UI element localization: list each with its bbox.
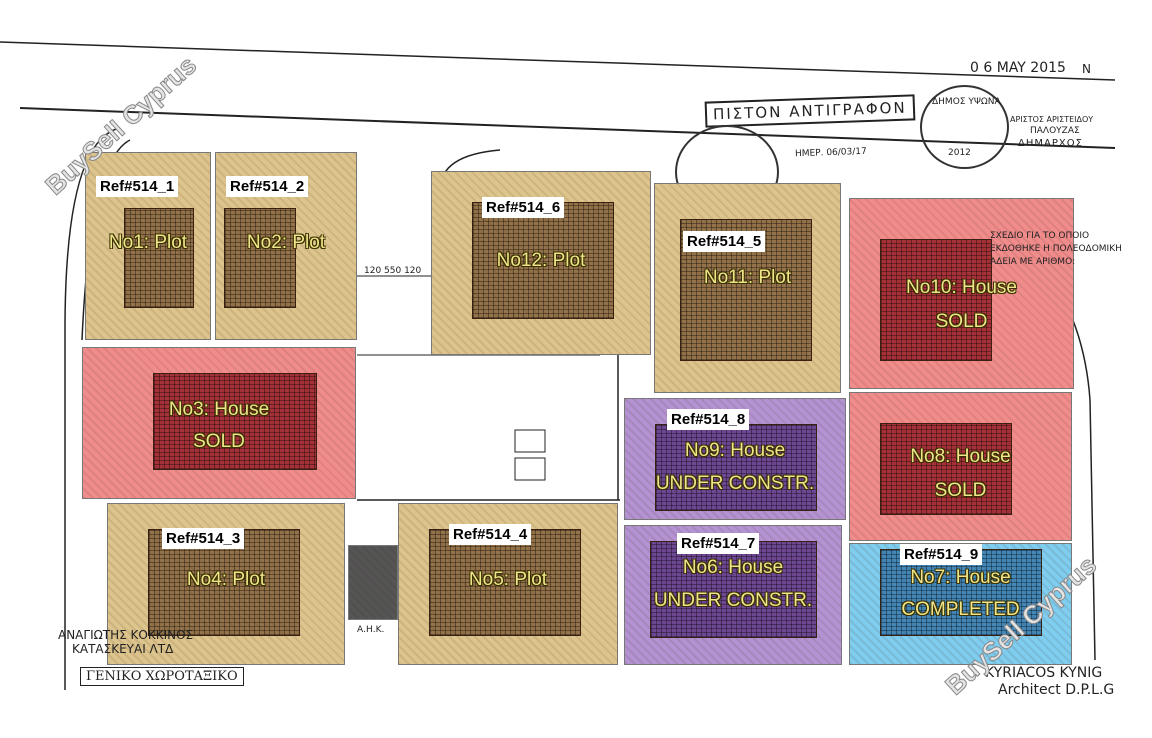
building-footprint <box>650 541 817 638</box>
plot-no1[interactable]: No1: Plot Ref#514_1 <box>85 152 211 340</box>
building-footprint <box>124 208 194 308</box>
plot-status: SOLD <box>935 311 988 332</box>
plot-status: SOLD <box>193 431 245 452</box>
plot-label: No11: Plot <box>703 267 792 288</box>
building-footprint <box>880 239 992 361</box>
plot-label: No10: House <box>906 277 1017 298</box>
building-footprint <box>429 529 581 636</box>
plot-no4[interactable]: No4: Plot Ref#514_3 <box>107 503 345 665</box>
ref-label: Ref#514_9 <box>900 544 983 565</box>
building-footprint <box>472 202 614 319</box>
permit-note: ΣΧΕΔΙΟ ΓΙΑ ΤΟ ΟΠΟΙΟ ΕΚΔΟΘΗΚΕ Η ΠΟΛΕΟΔΟΜΙ… <box>990 230 1122 269</box>
plot-label: No8: House <box>910 446 1011 467</box>
plot-status: COMPLETED <box>901 599 1020 620</box>
plot-no12[interactable]: No12: Plot Ref#514_6 <box>431 171 651 355</box>
plot-no7[interactable]: No7: House COMPLETED Ref#514_9 <box>849 543 1072 665</box>
plot-label: No9: House <box>684 440 786 461</box>
plot-no2[interactable]: No2: Plot Ref#514_2 <box>215 152 357 340</box>
plot-label: No4: Plot <box>186 569 266 590</box>
plot-no11[interactable]: No11: Plot Ref#514_5 <box>654 183 841 393</box>
permit-note-line: ΣΧΕΔΙΟ ΓΙΑ ΤΟ ΟΠΟΙΟ <box>990 231 1090 241</box>
municipality-seal <box>920 85 1009 169</box>
plot-label: No5: Plot <box>468 569 548 590</box>
plot-no9[interactable]: No9: House UNDER CONSTR. Ref#514_8 <box>624 398 846 520</box>
seal-year: 2012 <box>948 148 971 158</box>
ref-label: Ref#514_2 <box>226 176 309 197</box>
north-arrow-label: N <box>1082 62 1091 76</box>
building-footprint <box>224 208 296 308</box>
permit-note-line: ΕΚΔΟΘΗΚΕ Η ΠΟΛΕΟΔΟΜΙΚΗ <box>990 244 1122 254</box>
permit-note-line: ΑΔΕΙΑ ΜΕ ΑΡΙΘΜΟ: <box>990 257 1076 267</box>
ref-label: Ref#514_7 <box>677 533 760 554</box>
architect-title: Architect D.P.L.G <box>998 682 1115 698</box>
building-footprint <box>880 423 1012 515</box>
plot-status: UNDER CONSTR. <box>655 473 815 494</box>
building-footprint <box>655 424 817 511</box>
plot-status: SOLD <box>934 480 987 501</box>
plot-status: UNDER CONSTR. <box>653 590 813 611</box>
plot-no3[interactable]: No3: House SOLD <box>82 347 356 499</box>
ref-label: Ref#514_4 <box>449 524 532 545</box>
plot-no8[interactable]: No8: House SOLD <box>849 392 1072 541</box>
mayor-surname: ΠΑΛΟΥΖΑΣ <box>1030 126 1080 136</box>
plot-label: No7: House <box>910 567 1011 588</box>
ref-label: Ref#514_8 <box>667 409 750 430</box>
architect-name: KYRIACOS KYNIG <box>985 665 1103 681</box>
ref-label: Ref#514_1 <box>96 176 179 197</box>
plot-label: No3: House <box>168 399 270 420</box>
ref-label: Ref#514_5 <box>683 231 766 252</box>
drawing-title: ΓΕΝΙΚΟ ΧΩΡΟΤΑΞΙΚΟ <box>80 667 244 686</box>
ahk-label: Α.Η.Κ. <box>357 625 385 635</box>
plot-no10[interactable]: No10: House SOLD <box>849 198 1074 389</box>
ref-label: Ref#514_6 <box>482 197 565 218</box>
ref-label: Ref#514_3 <box>162 528 245 549</box>
road-dimensions: 120 550 120 <box>364 266 422 276</box>
plot-label: No6: House <box>682 557 784 578</box>
ahk-substation <box>348 545 398 620</box>
plot-no6[interactable]: No6: House UNDER CONSTR. Ref#514_7 <box>624 525 842 665</box>
plot-label: No1: Plot <box>108 232 188 253</box>
plot-no5[interactable]: No5: Plot Ref#514_4 <box>398 503 618 665</box>
plot-label: No12: Plot <box>496 250 586 271</box>
mayor-title: ΔΗΜΑΡΧΟΣ <box>1018 138 1083 149</box>
mayor-name: ΑΡΙΣΤΟΣ ΑΡΙΣΤΕΙΔΟΥ <box>1010 115 1094 124</box>
building-footprint <box>153 373 317 470</box>
contractor-name: ΑΝΑΓΙΩΤΗΣ ΚΟΚΚΙΝΟΣ <box>58 628 194 642</box>
seal-text: ΔΗΜΟΣ ΥΨΩΝΑ <box>932 97 1001 107</box>
date-stamp: 0 6 MAY 2015 <box>970 60 1066 76</box>
plot-label: No2: Plot <box>246 232 326 253</box>
contractor-company: ΚΑΤΑΣΚΕΥΑΙ ΛΤΔ <box>72 642 174 656</box>
